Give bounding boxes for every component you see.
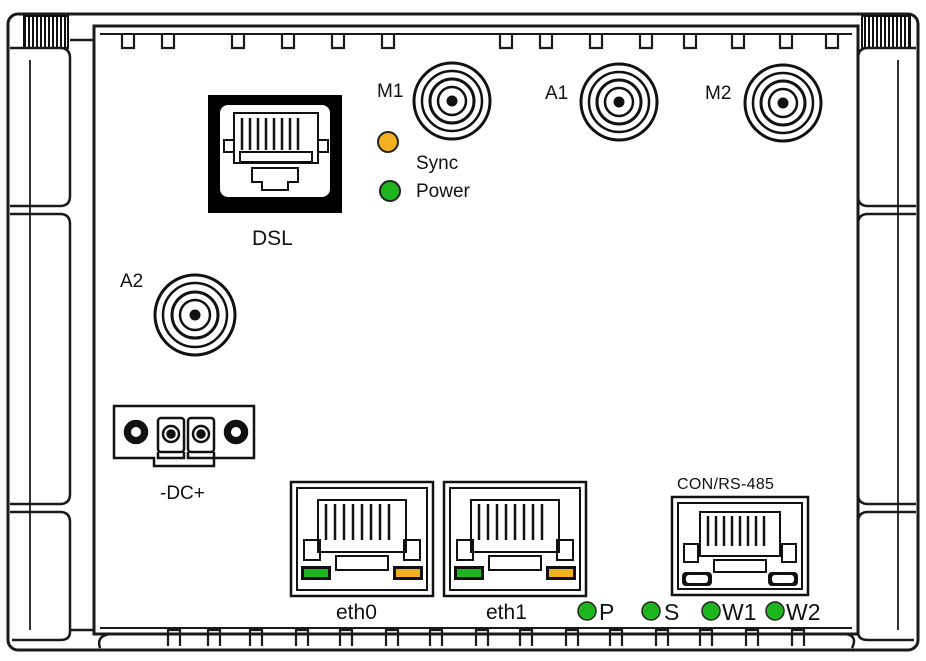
housing-knurl-top-right [861,15,911,49]
housing-knurl-top-left [23,15,69,49]
status-led-w2 [765,601,785,621]
label-led-w1: W1 [722,599,757,625]
dc-power-terminal[interactable] [112,404,256,468]
antenna-connector-m1[interactable] [412,61,492,141]
dsl-port[interactable] [208,95,342,213]
label-dsl: DSL [252,227,293,250]
label-led-s: S [664,599,680,625]
console-rs485-port[interactable] [670,495,810,597]
label-dc: -DC+ [160,483,205,504]
label-eth0: eth0 [336,601,377,624]
label-con-rs485: CON/RS-485 [677,476,775,493]
label-a1: A1 [545,83,569,104]
eth0-port[interactable] [289,480,435,598]
label-sync: Sync [416,153,459,174]
label-power: Power [416,181,470,202]
eth1-port[interactable] [442,480,588,598]
label-m2: M2 [705,83,732,104]
label-a2: A2 [120,271,144,292]
bottom-vent-tabs [166,628,806,646]
antenna-connector-a2[interactable] [153,273,237,357]
antenna-connector-a1[interactable] [579,62,659,142]
status-led-s [641,601,661,621]
antenna-connector-m2[interactable] [743,63,823,143]
top-vent-tabs [120,34,840,50]
label-m1: M1 [377,81,404,102]
sync-led [377,131,399,153]
label-eth1: eth1 [486,601,527,624]
label-led-p: P [599,599,615,625]
label-led-w2: W2 [786,599,821,625]
left-side-rail [10,38,94,642]
status-led-w1 [701,601,721,621]
status-led-p [577,601,597,621]
power-led [379,180,401,202]
right-side-rail [856,46,916,642]
